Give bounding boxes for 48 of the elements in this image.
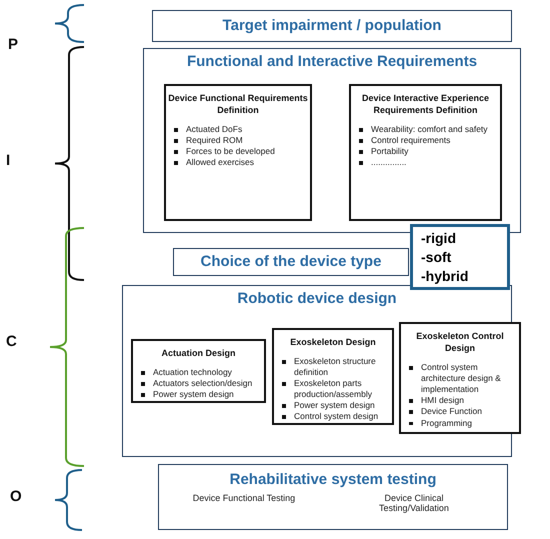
- list-item: Required ROM: [186, 135, 244, 146]
- requirement-box: [399, 322, 521, 434]
- section-title: Robotic device design: [236, 290, 398, 307]
- list-item: Allowed exercises: [186, 157, 256, 168]
- list-item: Portability: [371, 146, 410, 158]
- phase-letter: O: [10, 488, 22, 505]
- test-item: Device Functional Testing: [192, 493, 296, 503]
- list-item: Programming: [421, 418, 474, 429]
- requirement-box: [164, 84, 312, 221]
- list-item: Control system architecture design & implementation: [421, 362, 502, 396]
- list-item: Actuators selection/design: [153, 378, 254, 390]
- device-type-box: [410, 224, 510, 290]
- box-heading: Exoskeleton Control Design: [415, 330, 505, 354]
- section-box: [143, 48, 521, 233]
- list-item: Power system design: [294, 400, 376, 412]
- list-item: Control requirements: [371, 135, 452, 146]
- section-box: [152, 10, 512, 42]
- list-item: Control system design: [294, 411, 380, 422]
- type-option: -soft: [421, 248, 499, 267]
- test-item: Device Clinical Testing/Validation: [378, 493, 450, 513]
- phase-letter: C: [6, 333, 17, 350]
- phase-letter: I: [6, 152, 10, 169]
- requirement-box: [131, 339, 266, 403]
- box-heading: Device Functional Requirements Definition: [167, 92, 309, 116]
- list-item: Power system design: [153, 389, 235, 400]
- type-option: -hybrid: [421, 267, 499, 286]
- requirement-box: [272, 328, 394, 425]
- list-item: ...............: [371, 157, 408, 168]
- section-title: Rehabilitative system testing: [228, 471, 438, 488]
- section-box: [173, 248, 409, 276]
- box-heading: Device Interactive Experience Requirements Definition: [360, 92, 490, 116]
- section-title: Target impairment / population: [222, 17, 442, 34]
- list-item: Exoskeleton parts production/assembly: [294, 378, 373, 400]
- requirement-box: [349, 84, 502, 221]
- section-title: Choice of the device type: [200, 253, 382, 270]
- list-item: Actuation technology: [153, 367, 233, 378]
- list-item: Device Function: [421, 406, 483, 418]
- list-item: Wearability: comfort and safety: [371, 124, 489, 136]
- section-box: [158, 464, 508, 530]
- list-item: HMI design: [421, 395, 465, 406]
- box-heading: Exoskeleton Design: [289, 336, 377, 348]
- type-option: -rigid: [421, 229, 499, 248]
- section-title: Functional and Interactive Requirements: [186, 53, 478, 70]
- box-heading: Actuation Design: [160, 347, 236, 360]
- phase-letter: P: [8, 36, 18, 53]
- list-item: Exoskeleton structure definition: [294, 356, 377, 378]
- list-item: Forces to be developed: [186, 146, 276, 158]
- list-item: Actuated DoFs: [186, 124, 244, 136]
